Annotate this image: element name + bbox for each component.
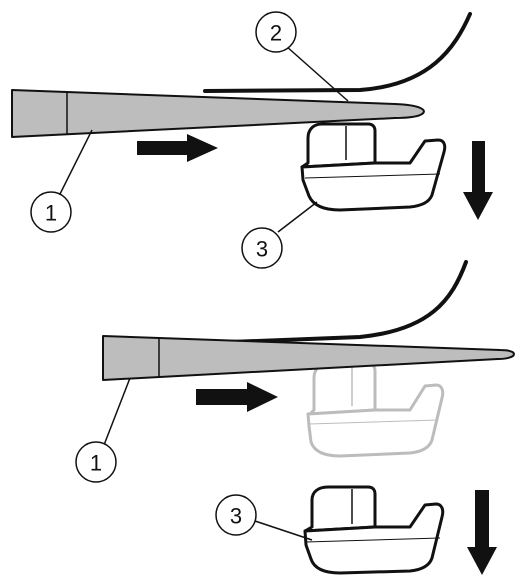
callout-1-top-label: 1 (45, 201, 57, 226)
callout-2-label: 2 (270, 21, 282, 46)
bottom-body-panel (228, 260, 468, 344)
callout-3-bottom-label: 3 (230, 504, 242, 529)
bottom-down-arrow (467, 490, 497, 575)
bottom-clip-part (303, 485, 445, 575)
callout-2: 2 (255, 11, 349, 102)
top-push-arrow (137, 134, 218, 162)
bottom-pry-tool (102, 335, 515, 381)
bottom-push-arrow (196, 382, 278, 412)
top-body-panel (203, 12, 472, 93)
top-clip-part (300, 122, 447, 212)
top-down-arrow (463, 141, 493, 220)
callout-3-top-label: 3 (256, 237, 268, 262)
callout-3-top: 3 (241, 201, 318, 269)
callout-1-top: 1 (30, 129, 93, 233)
top-pry-tool (11, 89, 425, 138)
top-panel: 2 1 3 (11, 11, 493, 269)
callout-1-bottom-label: 1 (90, 451, 102, 476)
callout-1-bottom: 1 (75, 377, 131, 483)
bottom-panel: 1 3 (75, 260, 515, 575)
bottom-ghost-part (306, 362, 445, 458)
callout-3-bottom: 3 (215, 494, 313, 541)
